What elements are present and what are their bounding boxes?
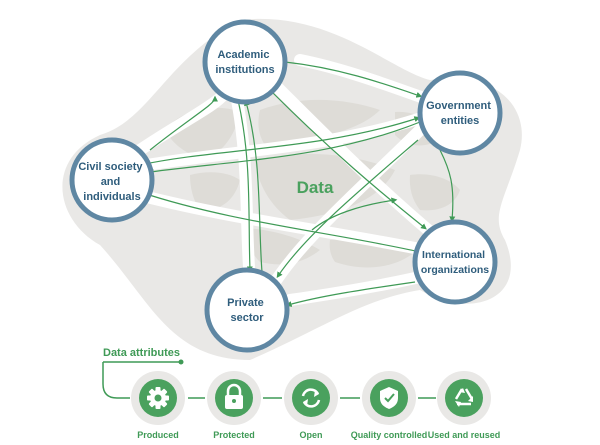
flow-arrow — [285, 281, 416, 307]
flow-arrow — [237, 99, 253, 273]
flow-arrow — [311, 197, 398, 231]
node-civil-line-3: individuals — [83, 191, 140, 203]
data-attributes-title: Data attributes — [103, 347, 180, 359]
padlock-icon — [225, 383, 243, 409]
attribute-quality-label: Quality controlled — [351, 430, 428, 440]
attribute-open-label: Open — [299, 430, 322, 440]
flow-arrow — [284, 61, 423, 98]
node-international-line-2: organizations — [421, 264, 489, 276]
node-private-sector: Private sector — [204, 267, 290, 353]
svg-text:Government entities: Government entities — [426, 100, 494, 127]
data-attributes-section: Data attributes Produced — [102, 347, 501, 440]
center-label: Data — [297, 178, 334, 197]
svg-text:International organizati: International organizations — [421, 249, 489, 276]
attribute-used-and-reused: Used and reused — [428, 371, 501, 440]
flow-arrow — [244, 99, 263, 273]
attribute-protected: Protected — [207, 371, 261, 440]
attribute-produced-label: Produced — [137, 430, 179, 440]
node-private-line-2: sector — [230, 312, 264, 324]
node-civil-line-1: Civil society — [78, 161, 143, 173]
node-academic-institutions: Academic institutions — [202, 19, 288, 105]
flow-arrow — [139, 191, 423, 255]
shield-check-icon — [380, 387, 398, 409]
flow-arrows — [139, 61, 456, 307]
flow-arrow — [271, 91, 427, 230]
svg-text:Academic institutions: Academic institutions — [215, 49, 274, 76]
node-academic-line-1: Academic — [217, 49, 269, 61]
attribute-quality-controlled: Quality controlled — [351, 371, 428, 440]
node-civil-society: Civil society and individuals — [69, 137, 155, 223]
cycle-arrows-icon — [301, 388, 321, 408]
attribute-protected-label: Protected — [213, 430, 255, 440]
flow-arrow — [439, 149, 456, 223]
node-government-line-1: Government — [426, 100, 491, 112]
flow-arrow — [139, 116, 421, 166]
attribute-used-label: Used and reused — [428, 430, 501, 440]
attribute-produced: Produced — [131, 371, 185, 440]
node-international-line-1: International — [422, 249, 485, 261]
node-civil-line-2: and — [101, 176, 121, 188]
node-private-line-1: Private — [227, 297, 264, 309]
node-academic-line-2: institutions — [215, 64, 274, 76]
recycle-icon — [454, 388, 474, 407]
node-government-line-2: entities — [441, 115, 480, 127]
flow-arrow — [147, 121, 421, 175]
node-government-entities: Government entities — [417, 70, 503, 156]
flow-arrow — [149, 95, 218, 151]
attribute-open: Open — [284, 371, 338, 440]
flow-arrow — [276, 139, 419, 278]
node-international-organizations: International organizations — [412, 219, 498, 305]
svg-text:Civil society and: Civil society and individuals — [78, 161, 145, 203]
svg-text:Private sector: Private sector — [227, 297, 267, 324]
gear-icon — [147, 387, 169, 409]
